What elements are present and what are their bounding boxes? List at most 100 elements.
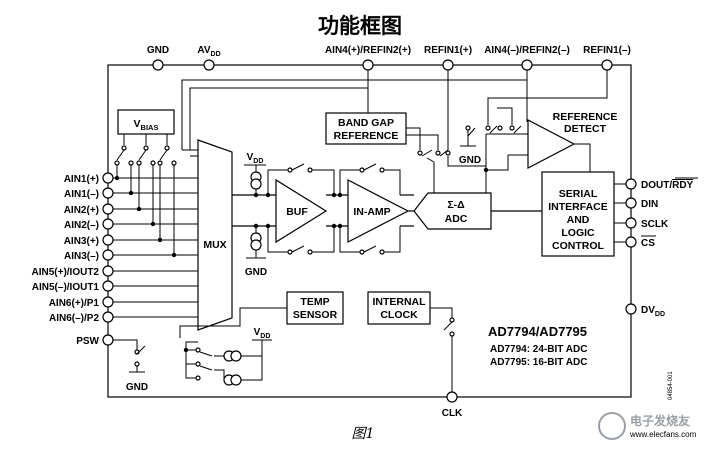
pin-ain5p-iout2: [102, 265, 114, 277]
figure-caption: 图1: [352, 426, 375, 442]
excitation-currents: VDD: [183, 327, 272, 386]
pin-ain6m-p2: [102, 311, 114, 323]
pin-gnd: [152, 59, 164, 71]
pin-din: [625, 197, 637, 209]
mux-block: MUX: [182, 139, 233, 331]
watermark-logo-icon: [598, 412, 626, 440]
pin-label-ain3m: AIN3(–): [64, 251, 99, 262]
pin-ain1m: [102, 187, 114, 199]
pin-label-ain3p: AIN3(+): [64, 236, 99, 247]
ref-gnd-label: GND: [459, 155, 481, 166]
pin-refin1p: [442, 59, 454, 71]
svg-text:AND: AND: [567, 214, 590, 226]
internal-clock-block: INTERNAL CLOCK: [367, 291, 455, 392]
right-pins: DOUT/RDY DIN SCLK CS DVDD: [625, 177, 698, 318]
pin-label-din: DIN: [641, 199, 658, 210]
pin-sclk: [625, 217, 637, 229]
pin-label-ain2p: AIN2(+): [64, 205, 99, 216]
svg-text:GND: GND: [126, 382, 148, 393]
pin-ain2p: [102, 203, 114, 215]
svg-text:REFERENCE: REFERENCE: [553, 111, 618, 123]
pin-label-clk: CLK: [442, 408, 463, 419]
svg-text:ADC: ADC: [445, 213, 468, 225]
diagram-title: 功能框图: [318, 14, 402, 38]
svg-text:VDD: VDD: [254, 327, 271, 340]
svg-text:LOGIC: LOGIC: [561, 227, 595, 239]
svg-text:VDD: VDD: [247, 152, 264, 165]
pin-ain4p-refin2p: [362, 59, 374, 71]
pin-label-refin1m: REFIN1(–): [583, 45, 631, 56]
signal-path: VDD GND: [232, 152, 276, 278]
pin-label-ain4p-refin2p: AIN4(+)/REFIN2(+): [325, 45, 411, 56]
pin-label-avdd: AVDD: [197, 45, 220, 58]
in-amp-block: IN-AMP: [337, 163, 414, 255]
top-pins: GND AVDD AIN4(+)/REFIN2(+) REFIN1(+) AIN…: [147, 45, 631, 71]
svg-text:BAND GAP: BAND GAP: [338, 117, 394, 129]
pin-label-psw: PSW: [76, 336, 99, 347]
svg-text:电子发烧友: 电子发烧友: [630, 413, 690, 428]
reference-select-switches: [406, 127, 486, 175]
pin-cs: [625, 236, 637, 248]
part-names: AD7794/AD7795: [488, 324, 587, 339]
pin-label-gnd: GND: [147, 45, 169, 56]
left-pins: [102, 172, 114, 346]
pin-dout-rdy: [625, 178, 637, 190]
pin-ain5m-iout1: [102, 280, 114, 292]
part-info: AD7794/AD7795 AD7794: 24-BIT ADC AD7795:…: [488, 324, 587, 368]
pin-label-ain2m: AIN2(–): [64, 220, 99, 231]
svg-text:DETECT: DETECT: [564, 123, 607, 135]
svg-text:REFERENCE: REFERENCE: [334, 130, 399, 142]
pin-dvdd: [625, 303, 637, 315]
pin-ain1p: [102, 172, 114, 184]
pin-label-ain6m-p2: AIN6(–)/P2: [49, 313, 99, 324]
svg-text:CLOCK: CLOCK: [380, 309, 418, 321]
clk-pin: CLK: [442, 391, 463, 419]
svg-text:IN-AMP: IN-AMP: [353, 206, 390, 218]
psw-switch: GND: [113, 339, 148, 393]
serial-interface-block: SERIAL INTERFACE AND LOGIC CONTROL: [541, 171, 626, 257]
watermark-logo: 电子发烧友 www.elecfans.com: [598, 412, 697, 440]
svg-text:VBIAS: VBIAS: [134, 118, 159, 132]
pin-label-ain5m-iout1: AIN5(–)/IOUT1: [32, 282, 100, 293]
pin-label-dout-rdy: DOUT/RDY: [641, 180, 694, 191]
part-note-ad7794: AD7794: 24-BIT ADC: [490, 344, 587, 355]
pin-psw: [102, 334, 114, 346]
pin-label-ain1m: AIN1(–): [64, 189, 99, 200]
svg-text:MUX: MUX: [203, 239, 226, 251]
svg-text:GND: GND: [245, 267, 267, 278]
svg-text:BUF: BUF: [286, 206, 308, 218]
pin-ain4m-refin2m: [521, 59, 533, 71]
left-input-lines: [113, 165, 198, 318]
bandgap-reference-block: BAND GAP REFERENCE: [325, 112, 407, 145]
pin-label-ain4m-refin2m: AIN4(–)/REFIN2(–): [484, 45, 570, 56]
svg-text:INTERFACE: INTERFACE: [548, 201, 608, 213]
pin-label-ain5p-iout2: AIN5(+)/IOUT2: [31, 267, 99, 278]
reference-routing: GND: [181, 70, 608, 166]
left-pin-labels: AIN1(+) AIN1(–) AIN2(+) AIN2(–) AIN3(+) …: [31, 174, 99, 347]
buffer-block: BUF: [265, 163, 348, 255]
svg-text:INTERNAL: INTERNAL: [372, 296, 426, 308]
svg-text:Σ-Δ: Σ-Δ: [447, 199, 465, 211]
pin-label-ain6p-p1: AIN6(+)/P1: [49, 298, 100, 309]
part-note-ad7795: AD7795: 16-BIT ADC: [490, 357, 587, 368]
pin-label-dvdd: DVDD: [641, 305, 665, 318]
svg-text:www.elecfans.com: www.elecfans.com: [629, 430, 697, 439]
reference-detect-block: REFERENCE DETECT: [483, 111, 618, 178]
temp-sensor-block: TEMP SENSOR: [179, 291, 344, 338]
pin-ain6p-p1: [102, 296, 114, 308]
document-code: 04854-001: [668, 371, 674, 400]
svg-text:SERIAL: SERIAL: [559, 188, 598, 200]
pin-label-ain1p: AIN1(+): [64, 174, 99, 185]
svg-text:CONTROL: CONTROL: [552, 240, 604, 252]
svg-text:SENSOR: SENSOR: [293, 309, 338, 321]
pin-ain3p: [102, 234, 114, 246]
pin-ain2m: [102, 218, 114, 230]
svg-text:TEMP: TEMP: [300, 296, 329, 308]
pin-label-cs: CS: [641, 238, 655, 249]
pin-label-refin1p: REFIN1(+): [424, 45, 472, 56]
sigma-delta-adc-block: Σ-Δ ADC: [413, 175, 542, 230]
pin-ain3m: [102, 249, 114, 261]
pin-refin1m: [601, 59, 613, 71]
vbias-block: VBIAS: [114, 109, 177, 166]
